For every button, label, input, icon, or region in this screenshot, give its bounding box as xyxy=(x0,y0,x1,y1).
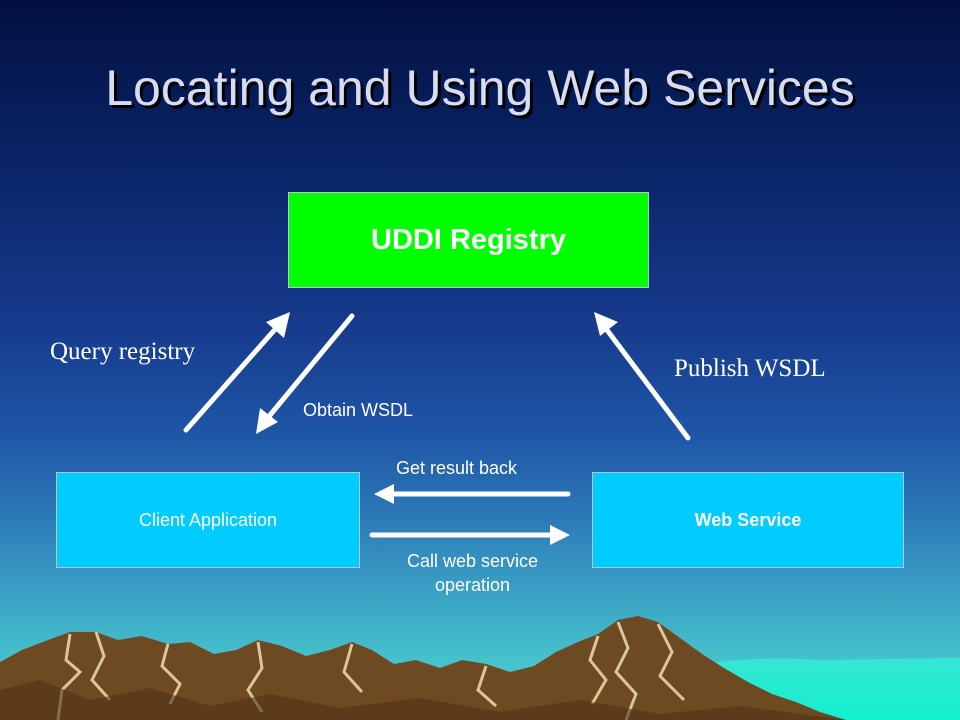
get-result-back-label: Get result back xyxy=(396,458,518,478)
obtain-wsdl-arrow xyxy=(256,313,355,434)
web-service-node: Web Service xyxy=(592,472,904,568)
call-operation-arrow xyxy=(369,525,570,545)
mountain-ridges xyxy=(56,621,686,720)
obtain-wsdl-label: Obtain WSDL xyxy=(303,400,414,420)
uddi-registry-label: UDDI Registry xyxy=(371,223,566,256)
call-web-service-label: Call web service operation xyxy=(406,551,539,595)
query-registry-arrow xyxy=(183,312,290,433)
publish-wsdl-arrow xyxy=(594,312,691,441)
web-service-label: Web Service xyxy=(694,509,802,530)
page-title-shadow: Locating and Using Web Services xyxy=(108,63,858,119)
uddi-registry-node: UDDI Registry xyxy=(288,192,649,288)
client-application-node: Client Application xyxy=(56,472,360,568)
page-title: Locating and Using Web Services xyxy=(105,60,855,116)
publish-wsdl-label: Publish WSDL xyxy=(674,355,826,382)
client-application-label: Client Application xyxy=(138,509,278,530)
get-result-arrow xyxy=(374,484,571,504)
query-registry-label: Query registry xyxy=(50,338,196,365)
